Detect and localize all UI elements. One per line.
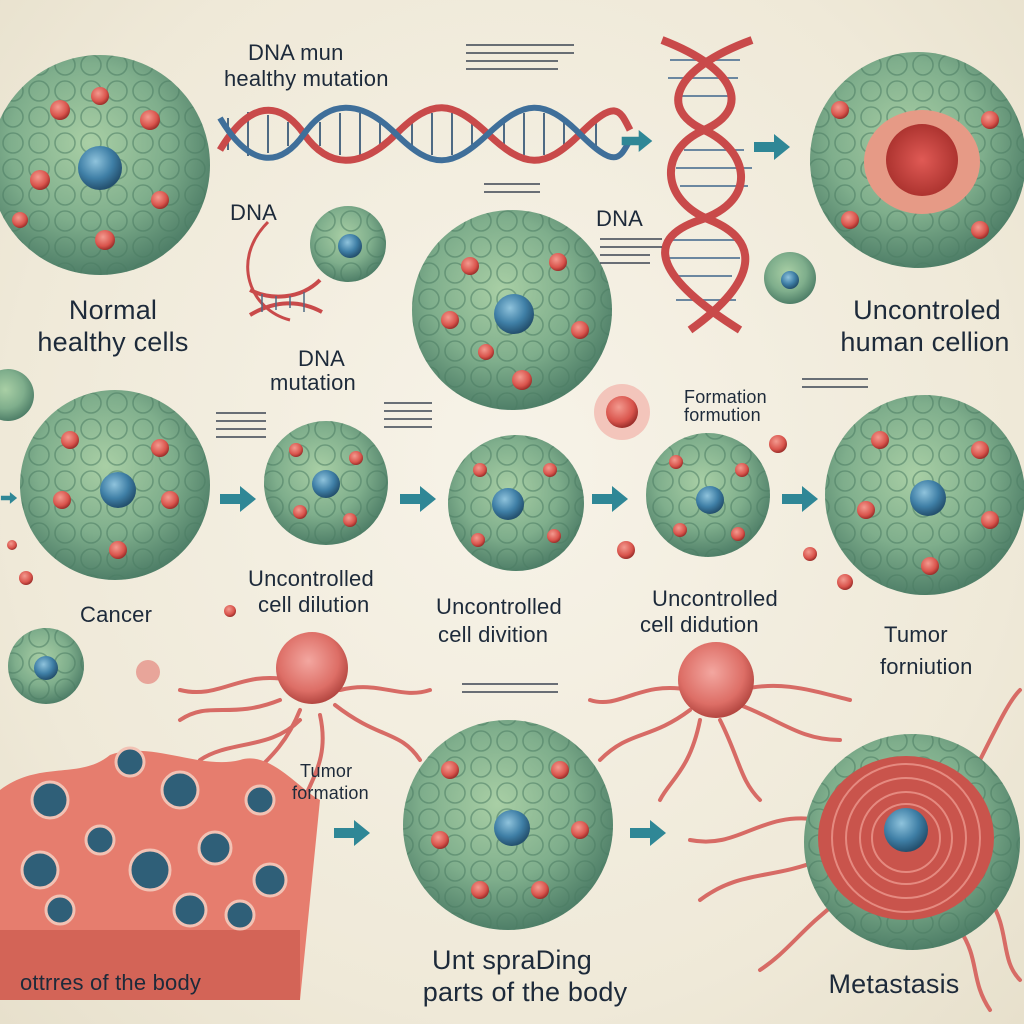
cell-small-floating <box>310 206 386 282</box>
scribble-text <box>802 378 868 388</box>
cell-tumor-core-top-right <box>810 52 1024 268</box>
label-healthy-mutation: healthy mutation <box>224 66 389 91</box>
label-dna-left: DNA <box>230 200 278 225</box>
label-uncontrolled-c: Uncontrolled <box>652 586 778 611</box>
scribble-text <box>600 238 662 248</box>
label-dna-mun: DNA mun <box>248 40 344 65</box>
scribble-text <box>484 183 540 193</box>
label-formation-mid-2: formution <box>684 405 761 425</box>
label-normal: Normal <box>68 295 158 325</box>
label-formation-mid: formation <box>292 783 369 803</box>
label-spreading: Unt spraDing <box>432 945 592 975</box>
label-tumor-mid: Tumor <box>300 761 353 781</box>
cell-metastasis <box>688 688 1022 1012</box>
cell-bottom-middle <box>403 720 613 930</box>
label-dna-mutation-2: mutation <box>270 370 356 395</box>
cell-left-edge <box>0 369 84 704</box>
cell-center-large <box>412 210 612 410</box>
label-cancer: Cancer <box>80 602 153 627</box>
cell-row2-3 <box>448 435 584 571</box>
floating-red-dots <box>7 435 853 684</box>
scribble-text <box>466 60 558 70</box>
cell-row2-5 <box>825 395 1024 595</box>
label-dna-mutation-1: DNA <box>298 346 346 371</box>
scribble-text <box>462 683 558 693</box>
fuzzy-red-cell <box>594 384 650 440</box>
label-uncontrolled-b: Uncontrolled <box>436 594 562 619</box>
dna-swirl-small <box>246 220 323 322</box>
dna-helix-vertical <box>660 36 754 334</box>
scribble-text <box>466 44 574 54</box>
cell-normal-top-left <box>0 55 210 275</box>
tumor-cell-tentacles-right <box>588 642 852 802</box>
scribble-text <box>600 254 650 264</box>
label-healthy-cells: healthy cells <box>37 327 189 357</box>
label-cell-didution-c: cell didution <box>640 612 759 637</box>
cell-row2-4 <box>646 433 770 557</box>
label-uncontrolled-a: Uncontrolled <box>248 566 374 591</box>
cell-row2-2 <box>264 421 388 545</box>
scribble-text <box>216 428 266 438</box>
label-dna-mid: DNA <box>596 206 644 231</box>
label-tumor-right: Tumor <box>884 622 948 647</box>
label-formation-mid-1: Formation <box>684 387 767 407</box>
label-metastasis: Metastasis <box>828 969 960 999</box>
label-human-cellion: human cellion <box>840 327 1010 357</box>
cell-small-right <box>764 252 816 304</box>
label-body-parts: ottrres of the body <box>20 970 202 995</box>
dna-helix-horizontal <box>216 104 634 164</box>
scribble-text <box>384 402 432 412</box>
scribble-text <box>216 412 266 422</box>
tissue-block <box>0 746 320 1000</box>
label-cell-divition-b: cell divition <box>438 622 549 647</box>
label-cell-dilution-a: cell dilution <box>258 592 370 617</box>
cell-row2-1 <box>20 390 210 580</box>
label-uncontroled: Uncontroled <box>853 295 1001 325</box>
label-forniution: forniution <box>880 654 973 679</box>
label-parts-of-body: parts of the body <box>422 977 628 1007</box>
scribble-text <box>384 418 432 428</box>
